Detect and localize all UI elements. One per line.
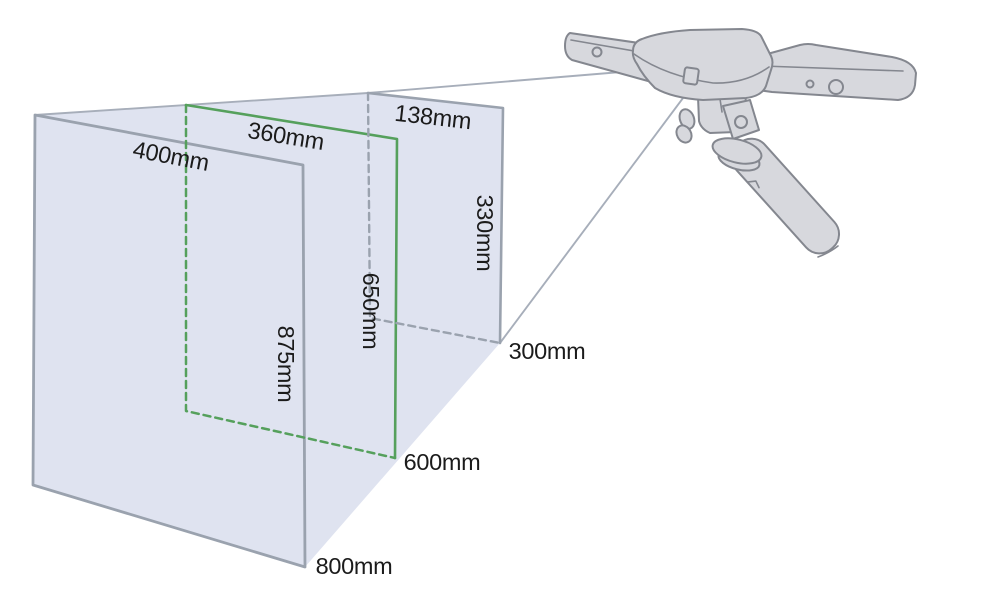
middle-plane-distance-label: 600mm <box>404 449 481 475</box>
scanner-right-large-camera-icon <box>828 79 844 95</box>
scanner-projector-window-icon <box>682 66 700 86</box>
scanner-right-wing <box>757 43 917 101</box>
scanner-handle-tip-seam <box>817 245 839 258</box>
near-plane-distance-label: 300mm <box>509 338 586 364</box>
middle-plane-solid-edges <box>184 103 399 460</box>
scanner-left-wing <box>564 32 656 82</box>
scanner-center-body <box>631 28 774 101</box>
middle-plane-height-label: 650mm <box>358 273 384 350</box>
scanner-left-camera-icon <box>591 46 603 58</box>
middle-plane-dashed-edges <box>184 103 397 460</box>
near-plane-solid-edges <box>366 91 505 345</box>
scanner-neck-seam <box>719 98 723 113</box>
handheld-3d-scanner-illustration <box>564 28 917 258</box>
scanner-clamp-lever-tip <box>675 124 693 144</box>
near-plane-height-label: 330mm <box>472 195 498 272</box>
scanner-clamp-lever <box>678 108 696 130</box>
scanner-clamp-ring-upper <box>711 137 763 165</box>
far-plane-height-label: 875mm <box>273 326 299 403</box>
scanner-handle-notch <box>746 180 760 189</box>
far-plane-outline <box>31 113 307 569</box>
scanner-body-face-seam <box>633 53 770 84</box>
scanner-left-wing-bevel <box>570 39 641 53</box>
scanner-ball-joint-hole <box>734 115 748 129</box>
scan-volume-fill <box>33 93 503 567</box>
scanner-right-wing-bevel <box>762 65 904 72</box>
near-plane-dashed-edges <box>366 91 502 345</box>
far-plane-distance-label: 800mm <box>316 553 393 579</box>
scanner-right-small-camera-icon <box>805 79 815 89</box>
frustum-bottom-edge-line <box>499 85 693 344</box>
